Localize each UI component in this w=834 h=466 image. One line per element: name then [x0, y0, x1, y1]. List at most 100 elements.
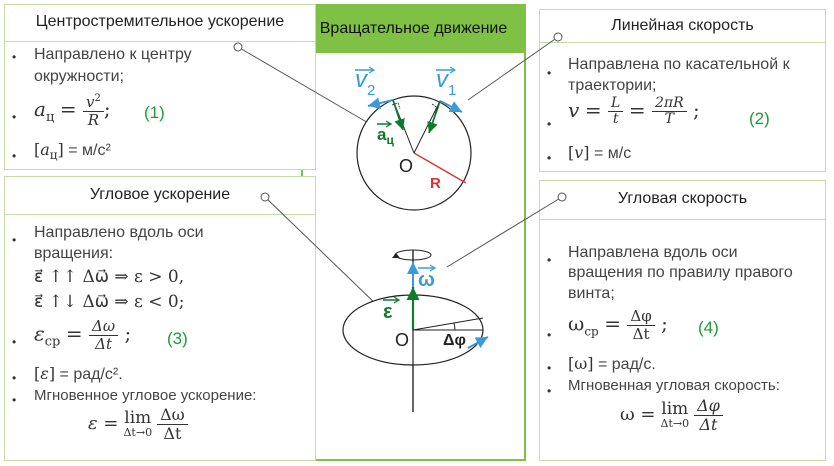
accel-ac-arrow-1	[427, 100, 441, 134]
bullet: •	[12, 110, 17, 124]
centripetal-box: Центростремительное ускорение	[4, 4, 316, 170]
angular-accel-cond1: ε⃗ ↑↑ Δω⃗ ⇒ ε > 0,	[34, 267, 185, 287]
connector-dot	[553, 32, 563, 42]
formula-number-3: (3)	[167, 329, 188, 348]
formula-number-2: (2)	[749, 109, 770, 128]
right-angle-mark	[431, 103, 439, 114]
label-radius-R: R	[430, 175, 441, 192]
bullet: •	[12, 393, 17, 407]
instant-num: Δφ	[694, 397, 723, 416]
connector-dot	[557, 192, 567, 202]
label-dphi: Δφ	[443, 332, 466, 349]
linear-line1: Направлена по касательной к	[568, 56, 790, 73]
right-angle-mark	[391, 102, 401, 110]
angular-accel-line1: Направлено вдоль оси	[34, 224, 204, 241]
linear-units: [v] = м/с	[568, 143, 632, 162]
vector-bar	[449, 66, 457, 74]
vector-bar	[368, 66, 376, 74]
center-title: Вращательное движение	[301, 4, 526, 53]
angular-vel-instant-label: Мгновенная угловая скорость:	[568, 377, 780, 394]
linear-line2: траектории;	[568, 77, 657, 94]
angular-accel-title: Угловое ускорение	[89, 186, 231, 203]
bullet: •	[12, 149, 17, 163]
label-center-O: O	[399, 156, 413, 176]
bullet: •	[12, 233, 17, 247]
angular-vel-units: [ω] = рад/с.	[568, 354, 656, 373]
formula-sub: ср	[44, 334, 61, 350]
formula-sub: ср	[584, 324, 599, 339]
accel-ac-arrow-2	[392, 99, 405, 131]
label-epsilon: ε	[383, 301, 393, 323]
connector-line	[264, 196, 381, 309]
units-text: = рад/с.	[597, 356, 656, 373]
frac2-den: T	[664, 111, 674, 128]
bullet: •	[12, 335, 17, 349]
connector-line	[237, 46, 371, 125]
formula-num: Δω	[89, 318, 119, 336]
formula-den: Δt	[632, 324, 650, 343]
units-text: = рад/с².	[59, 366, 123, 383]
frac1-den: t	[612, 111, 619, 128]
center-title-text: Вращательное движение	[319, 19, 508, 37]
formula-num: Δφ	[627, 308, 655, 326]
frac2-num: 2πR	[651, 95, 687, 113]
bullet: •	[12, 50, 17, 64]
linear-box: Линейная скорость	[539, 9, 826, 172]
bullet: •	[547, 328, 552, 342]
angular-vel-line2: вращения по правилу правого	[568, 264, 793, 281]
velocity-v2-arrow	[367, 97, 394, 110]
formula-pow: 2	[94, 93, 101, 104]
tangent-velocity-arrow	[467, 336, 489, 349]
instant-lim-sub: Δt→0	[660, 417, 690, 431]
rotation-arrow-head	[392, 253, 400, 258]
bullet: •	[12, 371, 17, 385]
radius-to-point-1	[413, 100, 441, 154]
label-ac: aц	[377, 125, 394, 147]
vector-bar	[385, 120, 393, 128]
connector-line	[467, 36, 559, 101]
bullet: •	[547, 117, 552, 131]
instant-lim-sub: Δt→0	[123, 426, 153, 440]
angular-accel-box: Угловое ускорение	[4, 176, 316, 461]
radius-line	[413, 152, 467, 184]
label-omega: ω	[418, 269, 435, 291]
centripetal-line2: окружности;	[34, 68, 124, 85]
centripetal-title: Центростремительное ускорение	[35, 13, 285, 30]
bullet: •	[547, 384, 552, 398]
centripetal-line1: Направлено к центру	[34, 46, 192, 63]
formula-number-4: (4)	[698, 318, 719, 337]
bullet: •	[547, 253, 552, 267]
formula-lhs: ω	[568, 311, 585, 336]
vector-bar	[429, 264, 437, 272]
units-text: = м/с	[594, 145, 632, 162]
bullet: •	[547, 66, 552, 80]
instant-lhs: ε =	[88, 412, 119, 434]
velocity-v1-arrow	[439, 100, 463, 113]
angle-ray-2	[412, 317, 484, 331]
angular-vel-line1: Направлена вдоль оси	[568, 244, 738, 261]
bullet: •	[547, 361, 552, 375]
connector-dot	[260, 192, 270, 202]
instant-num: Δω	[157, 406, 188, 425]
angle-arc	[453, 322, 456, 331]
formula-den: Δt	[95, 334, 112, 353]
linear-title: Линейная скорость	[611, 17, 754, 34]
angular-accel-units: [ε] = рад/с².	[34, 364, 123, 383]
centripetal-units: [aц] = м/с²	[34, 140, 111, 163]
instant-den: Δt	[163, 423, 182, 443]
instant-lim: lim	[661, 398, 689, 419]
formula-lhs: v	[568, 98, 580, 123]
angular-accel-cond2: ε⃗ ↑↓ Δω⃗ ⇒ ε < 0;	[34, 292, 185, 312]
units-text: = м/с²	[68, 142, 111, 159]
formula-lhs: ε	[34, 321, 45, 346]
label-center-O2: O	[395, 330, 409, 350]
label-v2: v2	[355, 66, 375, 99]
angular-accel-instant-label: Мгновенное угловое ускорение:	[34, 387, 257, 404]
